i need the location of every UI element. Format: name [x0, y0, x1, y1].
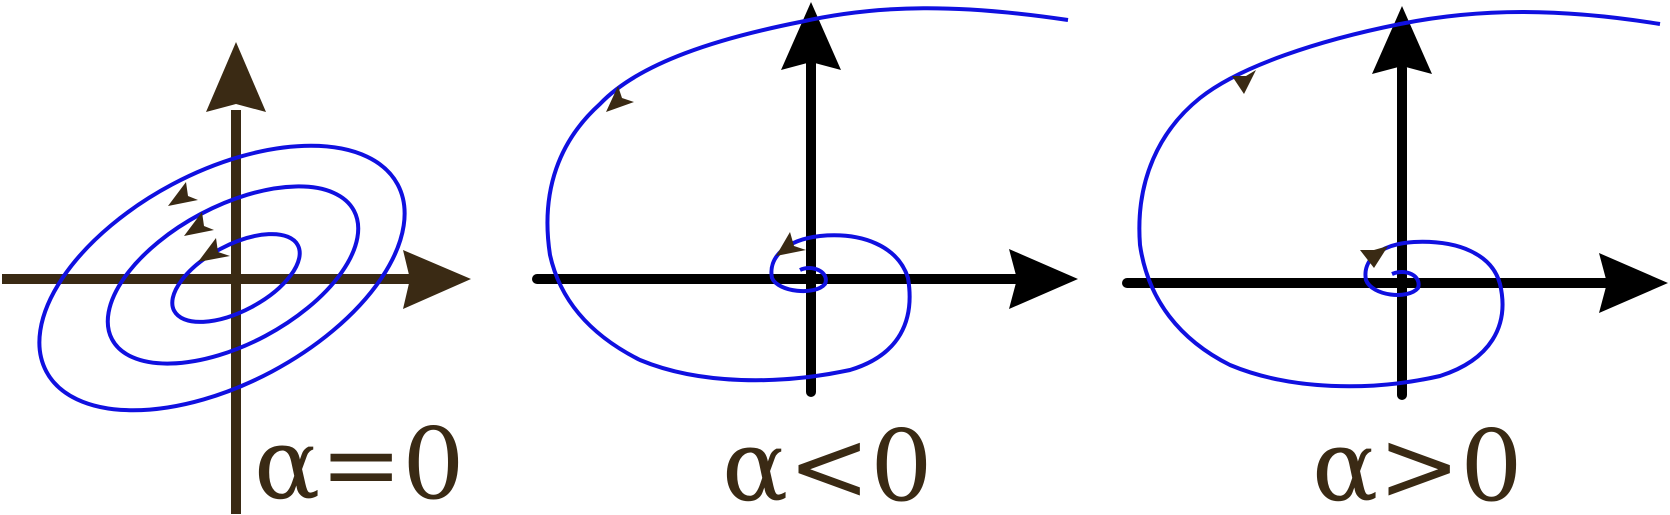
spiral-trajectory: [1137, 10, 1661, 389]
x-axis-arrowhead: [1599, 253, 1668, 313]
x-axis-arrowhead: [403, 250, 471, 309]
panel-stable-focus: α<0: [532, 2, 1078, 515]
panel-unstable-focus: α>0: [1122, 6, 1668, 515]
y-axis-arrowhead: [1372, 6, 1432, 74]
orbit-middle-arrow: [184, 212, 214, 236]
panel-label-alpha-gt-0: α>0: [1312, 410, 1523, 515]
orbit-inner-arrow: [198, 238, 230, 262]
orbit-outer-arrow: [168, 182, 198, 206]
panel-label-alpha-eq-0: α=0: [254, 408, 465, 515]
x-axis-arrowhead: [1009, 249, 1078, 309]
orbit-outer: [37, 143, 407, 413]
spiral-inner-arrow: [1360, 246, 1388, 268]
orbit-inner: [170, 232, 302, 324]
y-axis-arrowhead: [781, 2, 841, 70]
panel-label-alpha-lt-0: α<0: [722, 410, 933, 515]
y-axis-arrowhead: [206, 42, 266, 112]
spiral-outer-arrow: [606, 86, 634, 112]
spiral-inner-arrow: [776, 232, 806, 256]
panel-center: α=0: [2, 42, 471, 515]
spiral-outer-arrow: [1232, 70, 1256, 94]
spiral-trajectory: [545, 6, 1069, 383]
